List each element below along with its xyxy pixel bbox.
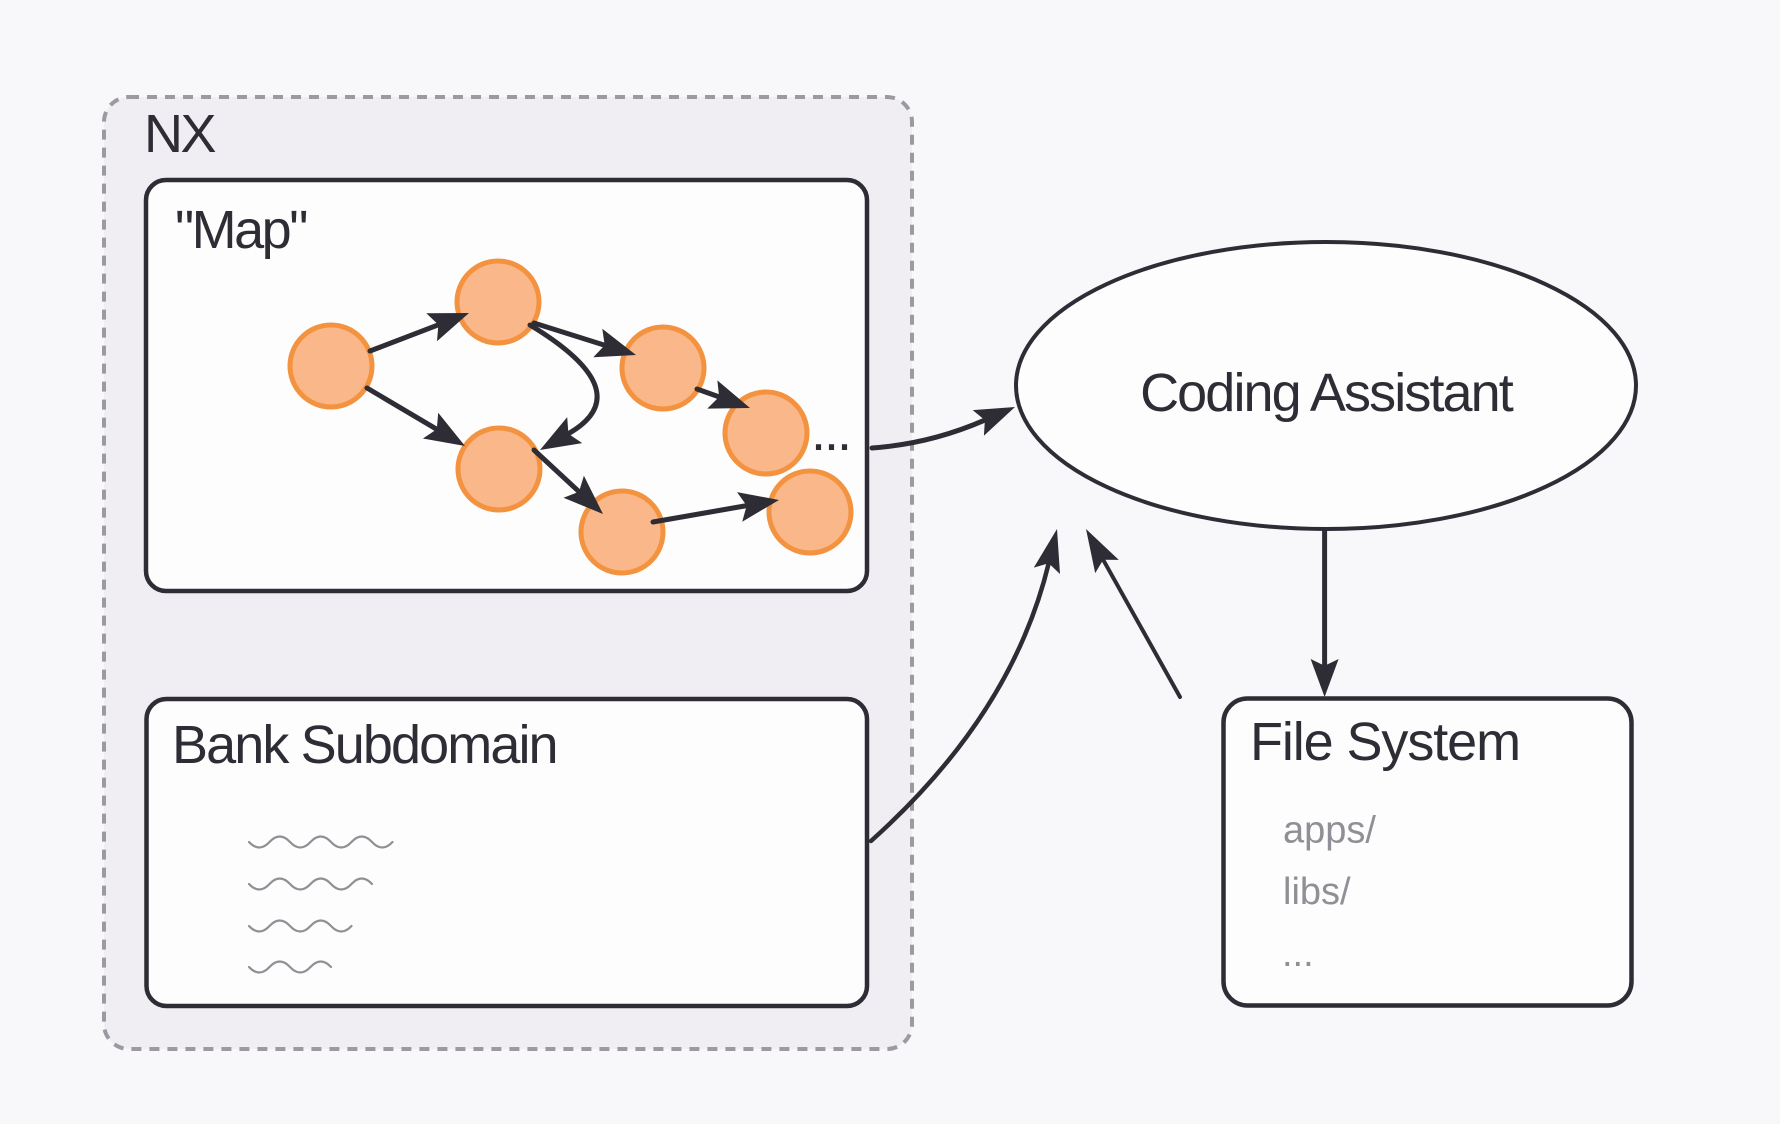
svg-text:...: ... [1282, 933, 1314, 975]
svg-text:...: ... [811, 402, 850, 462]
svg-text:Bank Subdomain: Bank Subdomain [172, 715, 557, 775]
svg-text:"Map": "Map" [175, 200, 306, 260]
svg-text:libs/: libs/ [1283, 871, 1351, 913]
svg-text:NX: NX [144, 104, 215, 164]
svg-text:File System: File System [1250, 712, 1520, 772]
svg-text:Coding Assistant: Coding Assistant [1140, 363, 1514, 423]
svg-text:apps/: apps/ [1283, 810, 1376, 852]
